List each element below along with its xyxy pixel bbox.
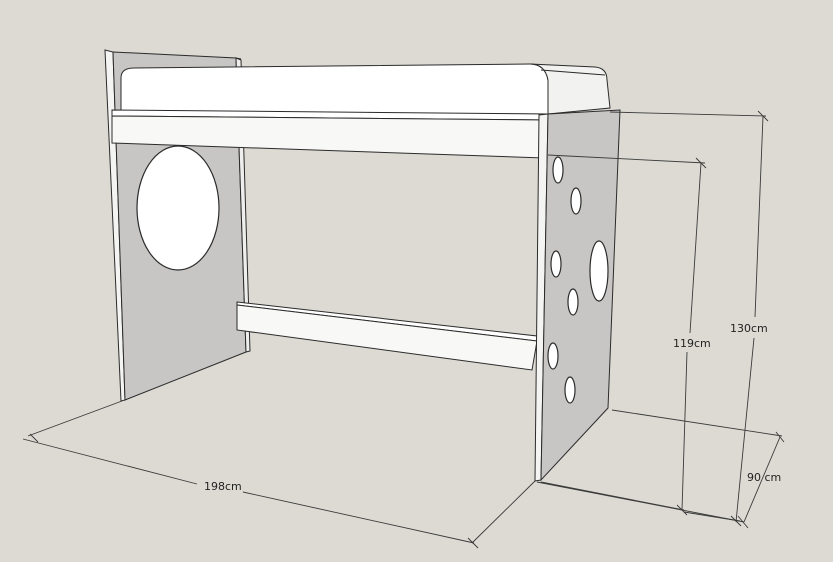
mattress	[120, 63, 611, 115]
lower-rail-face	[236, 304, 538, 371]
right-panel-hole	[567, 288, 579, 316]
depth-label: 90 cm	[747, 471, 781, 484]
bed-height-label: 119cm	[673, 337, 711, 350]
right-panel-large-hole	[589, 240, 609, 302]
dimension-lines	[22, 110, 785, 549]
depth-dimension-line	[536, 481, 745, 523]
mattress-back	[529, 63, 611, 115]
right-panel-hole	[564, 376, 576, 404]
right-panel-hole	[550, 250, 562, 278]
total-height-label: 130cm	[730, 322, 768, 335]
total-height-dimension-line	[754, 115, 764, 318]
lower-side-rail	[236, 301, 538, 371]
length-dimension-line	[22, 438, 198, 485]
length-label: 198cm	[204, 480, 242, 493]
bed-height-dimension-line	[689, 162, 702, 334]
mattress-top	[120, 63, 549, 115]
right-panel-hole	[547, 342, 559, 370]
right-panel-hole	[570, 187, 582, 215]
right-panel-face	[540, 109, 621, 482]
right-panel-hole	[552, 156, 564, 184]
right-end-panel	[534, 109, 621, 482]
left-panel-large-hole	[136, 145, 220, 271]
